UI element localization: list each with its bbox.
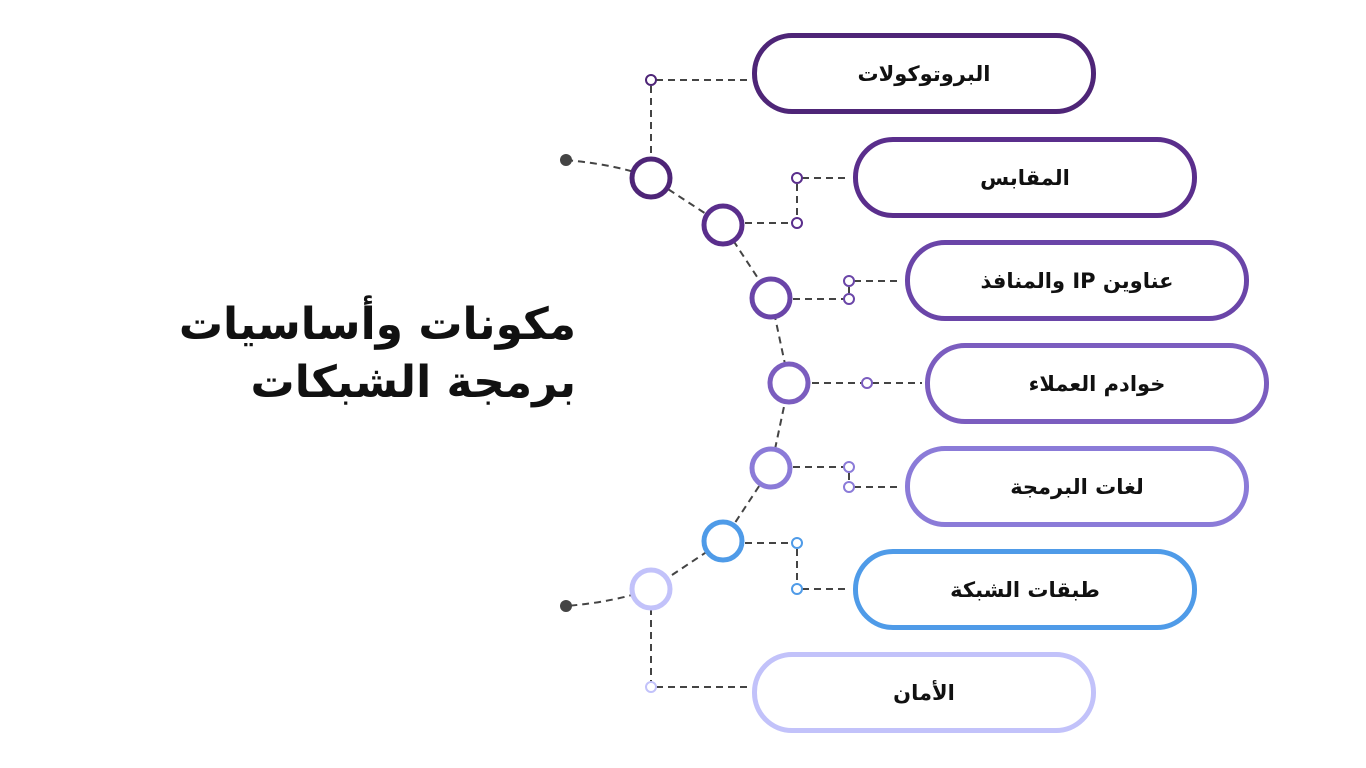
item-client-servers: خوادم العملاء	[925, 343, 1269, 424]
item-label: طبقات الشبكة	[950, 577, 1100, 602]
title-line-1: مكونات وأساسيات	[178, 299, 576, 350]
small-node	[645, 74, 657, 86]
item-label: لغات البرمجة	[1010, 474, 1144, 499]
title-line-2: برمجة الشبكات	[250, 357, 576, 408]
item-label: البروتوكولات	[857, 61, 991, 86]
small-node	[791, 217, 803, 229]
item-label: الأمان	[893, 680, 955, 705]
node-circle	[701, 519, 745, 563]
node-circle	[701, 203, 745, 247]
item-security: الأمان	[752, 652, 1096, 733]
node-circle	[629, 156, 673, 200]
small-node	[791, 583, 803, 595]
node-circle	[767, 361, 811, 405]
small-node	[843, 275, 855, 287]
endpoint-dot	[560, 154, 572, 166]
node-circle	[629, 567, 673, 611]
item-ip-ports: عناوين IP والمنافذ	[905, 240, 1249, 321]
endpoint-dot	[560, 600, 572, 612]
main-arc	[565, 159, 791, 607]
small-node	[843, 461, 855, 473]
item-network-layers: طبقات الشبكة	[853, 549, 1197, 630]
item-sockets: المقابس	[853, 137, 1197, 218]
item-protocols: البروتوكولات	[752, 33, 1096, 114]
item-label: المقابس	[980, 165, 1070, 190]
small-node	[791, 537, 803, 549]
item-programming-languages: لغات البرمجة	[905, 446, 1249, 527]
small-node	[791, 172, 803, 184]
item-label: عناوين IP والمنافذ	[980, 268, 1174, 293]
page-title: مكونات وأساسيات برمجة الشبكات	[116, 296, 576, 412]
small-node	[843, 293, 855, 305]
node-circle	[749, 446, 793, 490]
item-label: خوادم العملاء	[1028, 371, 1166, 396]
node-circle	[749, 276, 793, 320]
small-node	[645, 681, 657, 693]
small-node	[843, 481, 855, 493]
small-node	[861, 377, 873, 389]
